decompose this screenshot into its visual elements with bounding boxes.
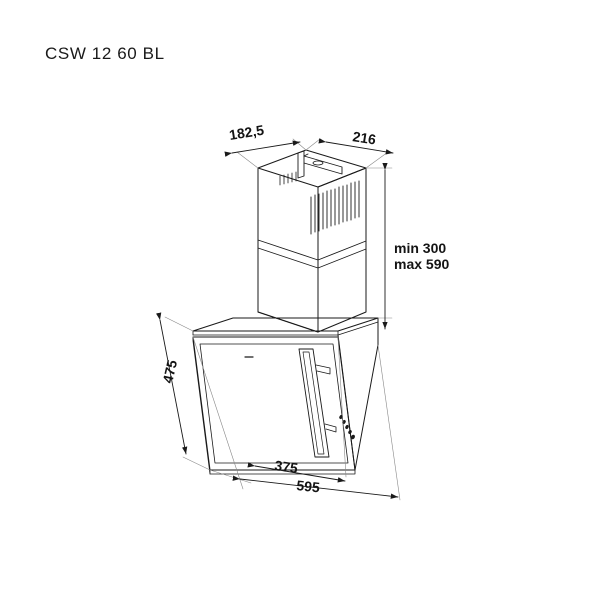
dimension-height-range — [365, 162, 393, 330]
chimney-duct — [257, 149, 367, 333]
dimension-label-height-min: min 300 — [394, 240, 446, 256]
dimension-label-hood-width: 595 — [296, 477, 321, 495]
dimension-label-chimney-width: 216 — [352, 128, 378, 147]
vent-slats — [310, 180, 360, 235]
dimension-label-hood-depth: 475 — [159, 358, 180, 385]
page-title: CSW 12 60 BL — [45, 44, 165, 63]
top-vent-slats — [279, 171, 297, 186]
dimension-label-chimney-depth: 182,5 — [228, 122, 265, 143]
control-buttons — [339, 414, 355, 440]
hood-body — [192, 317, 379, 475]
dimension-label-height-max: max 590 — [394, 256, 449, 272]
dimension-hood-depth — [155, 312, 211, 471]
dimension-label-glass-depth: 375 — [274, 457, 300, 476]
dimension-chimney-width — [305, 138, 394, 169]
glass-trim-bar — [298, 348, 330, 458]
handle-notch — [315, 364, 337, 433]
dimension-chimney-depth — [224, 138, 307, 169]
dimension-hood-width — [192, 336, 401, 501]
top-bracket — [297, 150, 343, 179]
